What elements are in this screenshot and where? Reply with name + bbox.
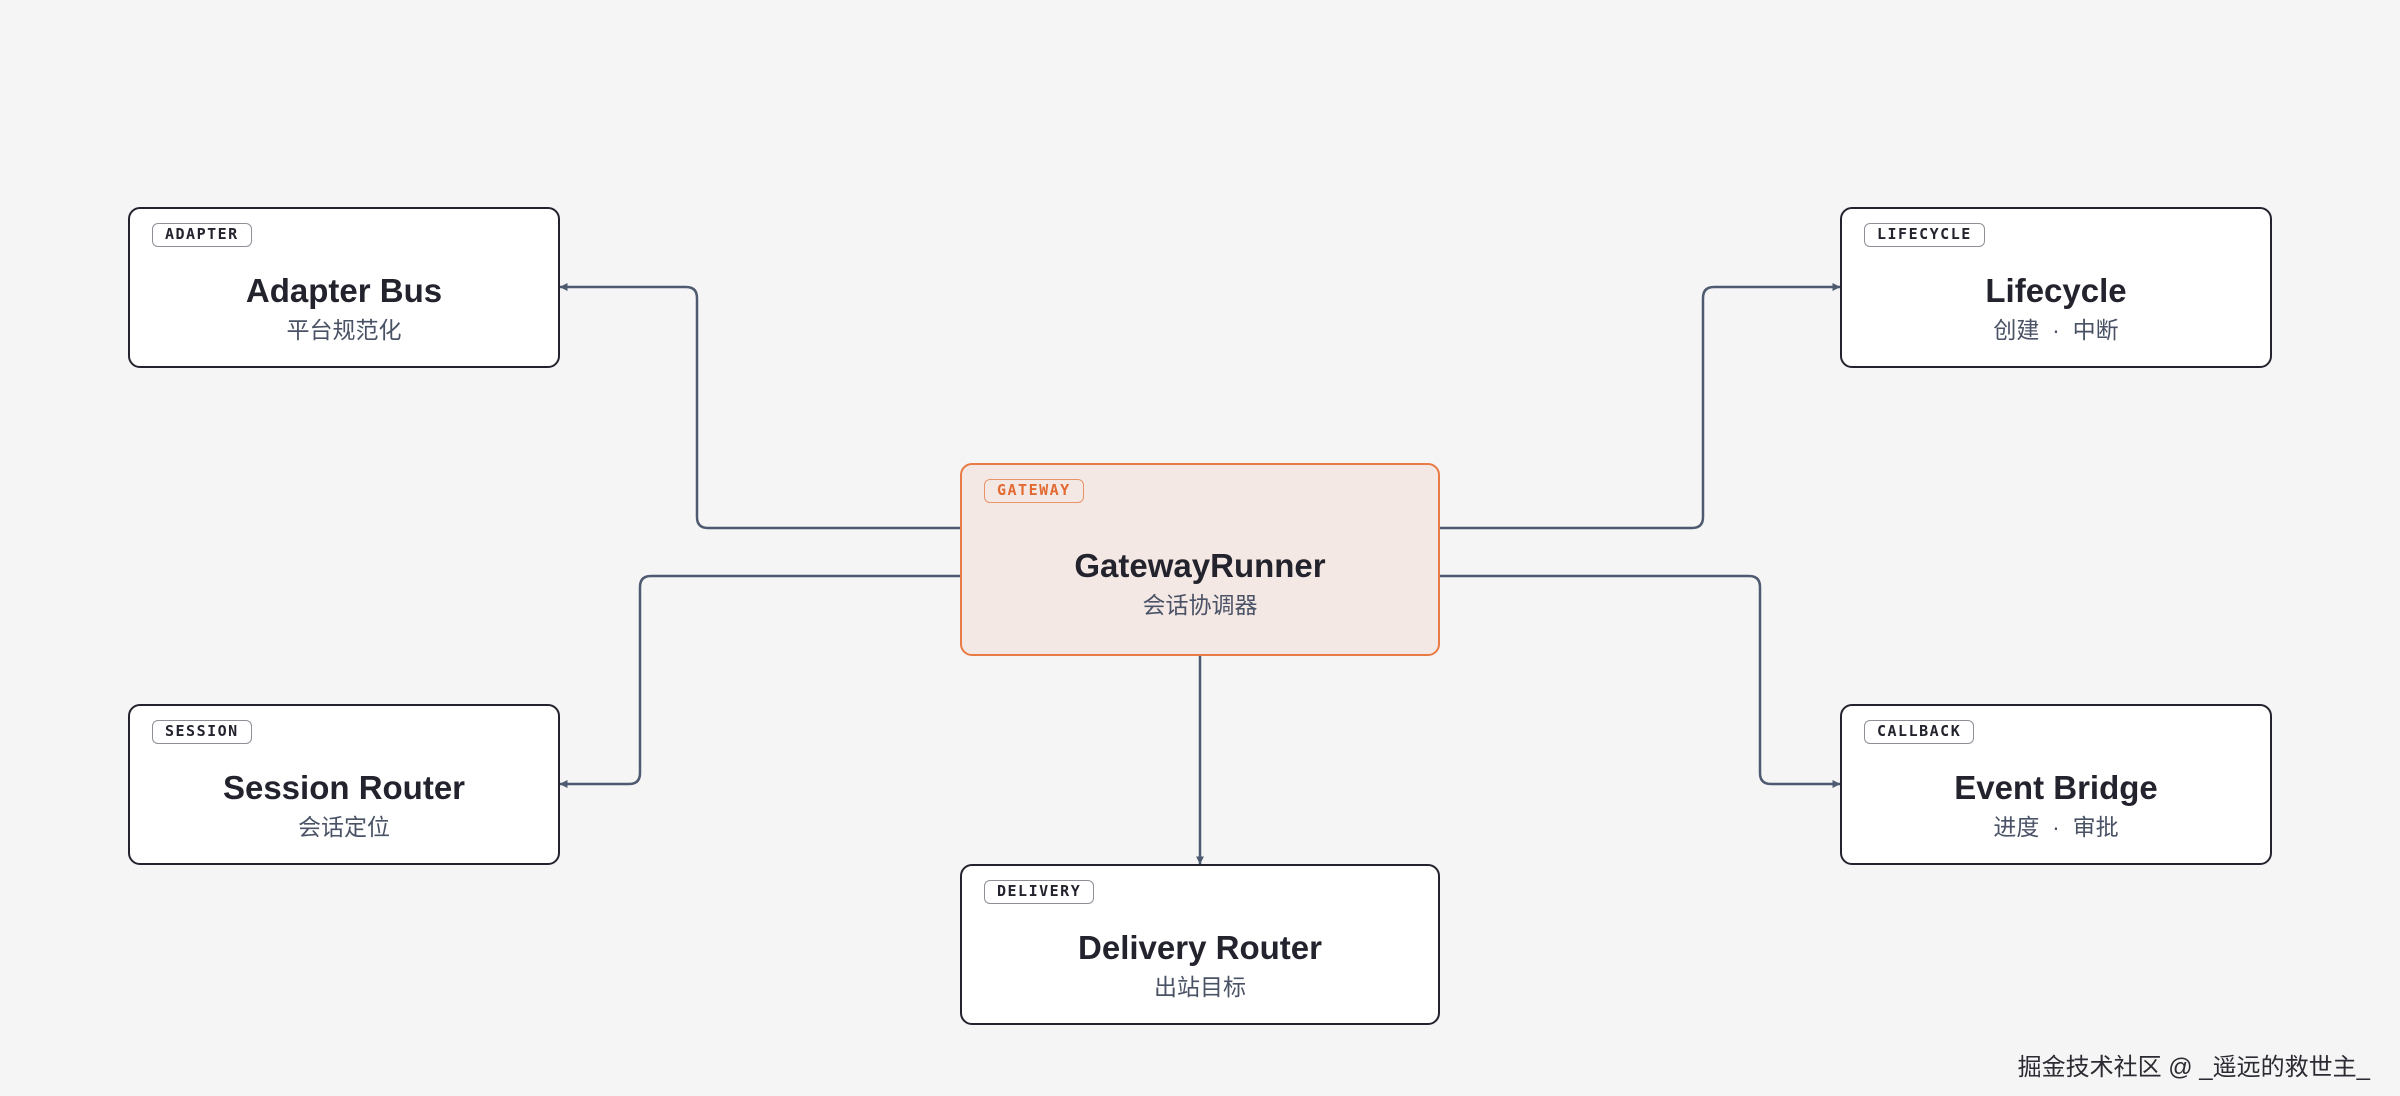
node-tag-session: SESSION (152, 720, 252, 744)
node-tag-gateway: GATEWAY (984, 479, 1084, 503)
node-title-adapter-bus: Adapter Bus (245, 272, 443, 309)
node-subtitle-adapter-bus: 平台规范化 (286, 317, 402, 343)
node-event-bridge[interactable]: CALLBACK Event Bridge 进度 · 审批 (1840, 704, 2272, 865)
edge-gateway-to-adapter-bus (559, 283, 960, 530)
node-tag-lifecycle: LIFECYCLE (1864, 223, 1985, 247)
node-adapter-bus[interactable]: ADAPTER Adapter Bus 平台规范化 (128, 207, 560, 368)
node-subtitle-gateway-runner: 会话协调器 (1142, 592, 1258, 618)
node-tag-callback: CALLBACK (1864, 720, 1975, 744)
node-title-event-bridge: Event Bridge (1954, 769, 2158, 806)
node-title-session-router: Session Router (222, 769, 466, 806)
node-title-delivery-router: Delivery Router (1078, 929, 1322, 966)
node-subtitle-event-bridge: 进度 · 审批 (1993, 814, 2119, 840)
node-delivery-router[interactable]: DELIVERY Delivery Router 出站目标 (960, 864, 1440, 1025)
node-session-router[interactable]: SESSION Session Router 会话定位 (128, 704, 560, 865)
node-gateway-runner[interactable]: GATEWAY GatewayRunner 会话协调器 (960, 463, 1440, 656)
edge-gateway-to-event-bridge (1440, 574, 1841, 788)
node-tag-delivery: DELIVERY (984, 880, 1095, 904)
edge-gateway-to-session-router (559, 574, 960, 788)
watermark-text: 掘金技术社区 @ _遥远的救世主_ (2017, 1054, 2370, 1081)
edge-gateway-to-lifecycle (1440, 283, 1841, 530)
node-subtitle-delivery-router: 出站目标 (1154, 974, 1246, 1000)
node-title-lifecycle: Lifecycle (1985, 272, 2127, 309)
node-subtitle-lifecycle: 创建 · 中断 (1993, 317, 2119, 343)
node-title-gateway-runner: GatewayRunner (1074, 547, 1326, 584)
node-tag-adapter: ADAPTER (152, 223, 252, 247)
node-subtitle-session-router: 会话定位 (298, 814, 390, 840)
node-lifecycle[interactable]: LIFECYCLE Lifecycle 创建 · 中断 (1840, 207, 2272, 368)
